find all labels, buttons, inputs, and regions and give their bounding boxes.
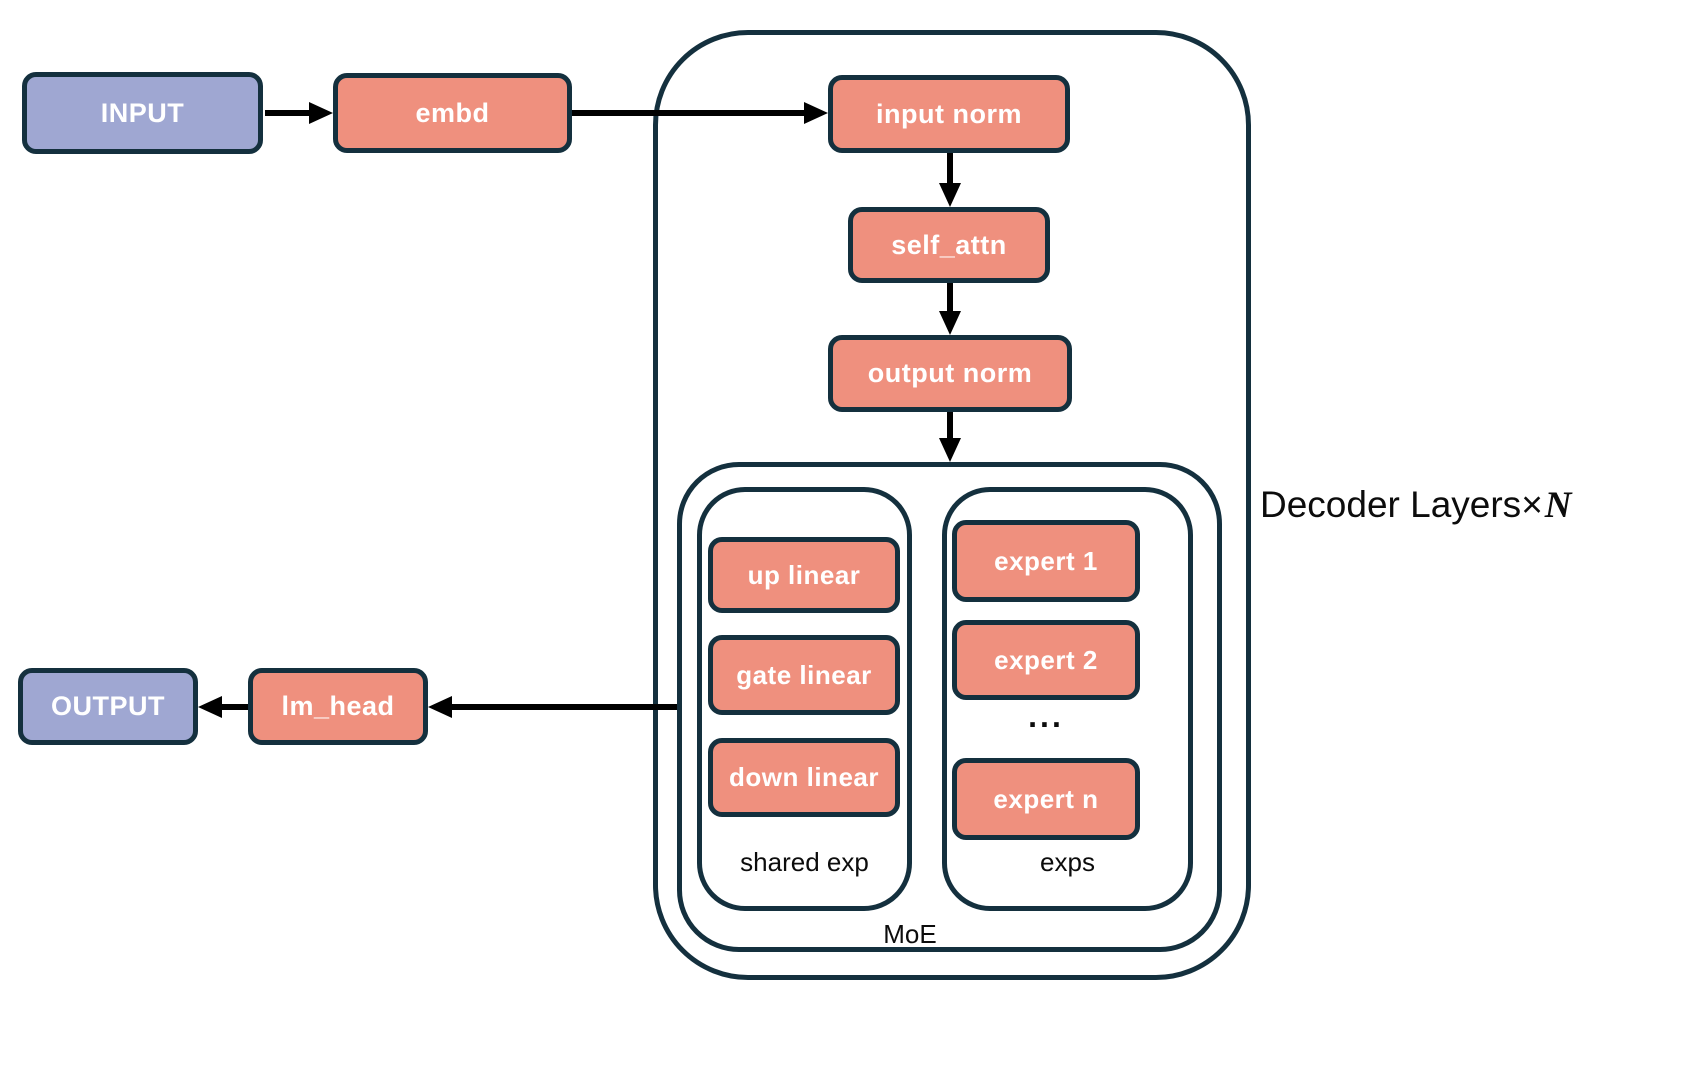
shared-exp-label: shared exp — [740, 847, 869, 877]
expert-1-node: expert 1 — [952, 520, 1140, 602]
n-symbol: N — [1544, 485, 1572, 526]
expert-n-node: expert n — [952, 758, 1140, 840]
up-linear-node: up linear — [708, 537, 900, 613]
expert-2-node: expert 2 — [952, 620, 1140, 700]
input-norm-node: input norm — [828, 75, 1070, 153]
exps-container — [942, 487, 1193, 911]
down-linear-node: down linear — [708, 738, 900, 817]
decoder-layers-container — [653, 30, 1251, 980]
lm-head-node: lm_head — [248, 668, 428, 745]
decoder-layers-text: Decoder Layers — [1260, 484, 1522, 525]
output-node: OUTPUT — [18, 668, 198, 745]
output-norm-node: output norm — [828, 335, 1072, 412]
shared-exp-container — [697, 487, 912, 911]
exps-label: exps — [1040, 847, 1095, 877]
moe-container — [677, 462, 1222, 952]
gate-linear-node: gate linear — [708, 635, 900, 715]
decoder-layers-label: Decoder Layers × N — [1260, 484, 1572, 527]
embd-node: embd — [333, 73, 572, 153]
experts-ellipsis-label: ... — [1028, 698, 1064, 734]
moe-label: MoE — [883, 919, 937, 949]
input-node: INPUT — [22, 72, 263, 154]
self-attn-node: self_attn — [848, 207, 1050, 283]
times-symbol: × — [1521, 484, 1543, 525]
